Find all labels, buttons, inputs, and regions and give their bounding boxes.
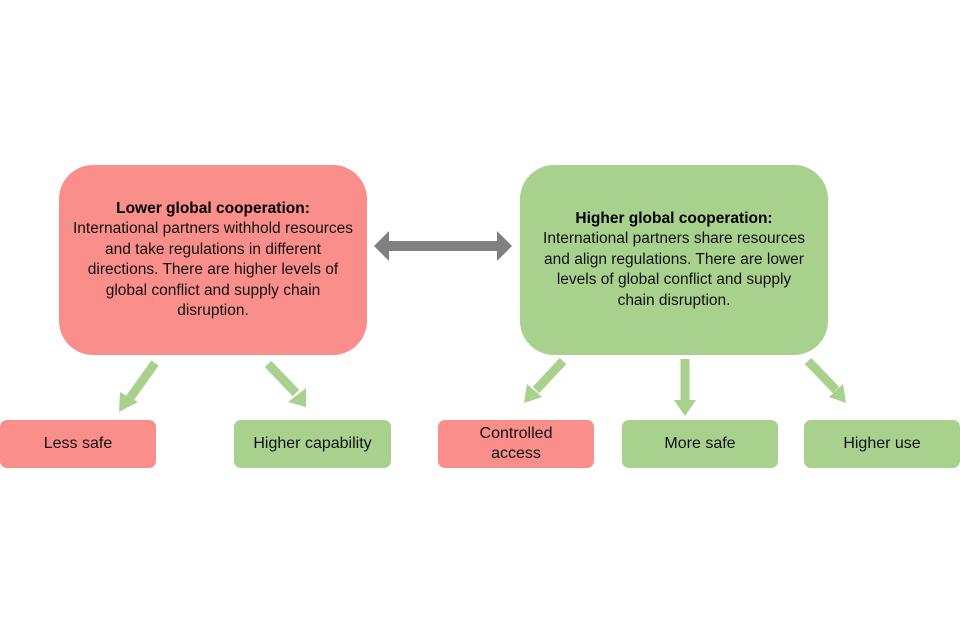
outcome-higher-capability: Higher capability [234,420,391,468]
higher-cooperation-title: Higher global cooperation: [575,209,773,227]
outcome-controlled-access: Controlled access [438,420,594,468]
outcome-label: More safe [664,435,736,452]
lower-cooperation-title: Lower global cooperation: [116,199,310,217]
lower-cooperation-box: Lower global cooperation: International … [59,165,367,355]
arrow-higher-capability [264,360,300,397]
double-arrow [374,231,512,261]
outcome-label: Higher use [843,435,921,452]
outcome-label: Higher capability [253,435,372,452]
outcome-label: Controlled access [479,425,553,462]
outcome-label: Less safe [43,435,113,452]
higher-cooperation-box: Higher global cooperation: International… [520,165,828,355]
outcome-higher-use: Higher use [804,420,960,468]
outcome-more-safe: More safe [622,420,778,468]
arrow-controlled-access [532,357,567,394]
outcome-less-safe: Less safe [0,420,156,468]
lower-cooperation-body: International partners withhold resource… [73,220,354,319]
arrow-less-safe [126,360,159,401]
higher-cooperation-body: International partners share resources a… [543,230,805,309]
arrow-higher-use [804,357,840,394]
